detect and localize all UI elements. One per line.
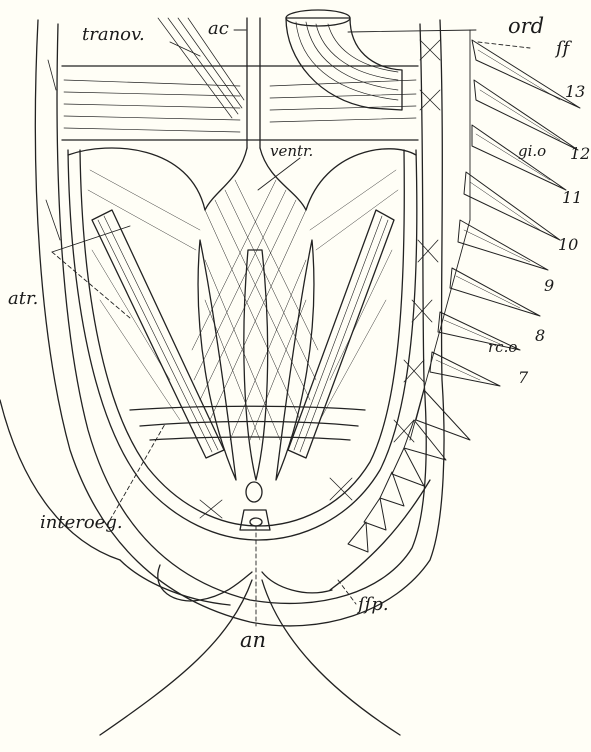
serrated-setae <box>348 40 580 552</box>
segment-number-11: 11 <box>562 190 582 206</box>
intersegmental-band-lower <box>140 422 358 427</box>
ventral-lobe-right <box>306 149 416 210</box>
outer-body-wall <box>35 20 444 626</box>
label-atrium: atr. <box>8 290 38 308</box>
transverse-muscle-diagonal <box>158 18 244 118</box>
label-aorta: ac <box>208 20 229 38</box>
segment-number-7: 7 <box>518 370 528 386</box>
segment-number-13: 13 <box>565 84 585 100</box>
segment-number-12: 12 <box>570 146 590 162</box>
label-rco: rc.o <box>488 340 517 355</box>
label-ventral: ventr. <box>270 144 313 159</box>
small-oval-structure <box>246 482 262 502</box>
septal-muscle-left-inner <box>198 240 236 480</box>
inner-sac-lining <box>80 150 404 526</box>
ventral-lobe-left <box>68 148 205 210</box>
segment-number-10: 10 <box>558 237 578 253</box>
outer-body-margin <box>0 400 120 560</box>
cord-tube-hatching <box>296 22 398 100</box>
label-anus: an <box>240 630 266 651</box>
inner-sac <box>68 150 417 540</box>
segment-number-9: 9 <box>544 278 554 294</box>
anal-flap-right <box>262 572 332 593</box>
atrial-muscle-right <box>288 210 394 458</box>
atrial-muscle-left <box>92 210 224 458</box>
anal-opening <box>250 518 262 526</box>
lateral-lobe-hatching <box>88 170 398 420</box>
lower-curve-left <box>100 580 252 735</box>
label-gio: gi.o <box>518 144 546 159</box>
atrial-muscle-hatching <box>98 216 388 452</box>
label-ssp: ſſp. <box>358 596 389 614</box>
anal-papilla <box>240 510 270 530</box>
label-intersegmental: interoeg. <box>40 514 123 532</box>
septal-muscle-center <box>244 250 268 480</box>
segment-number-8: 8 <box>535 328 545 344</box>
label-transverse: tranov. <box>82 26 145 44</box>
label-sf: ſf <box>556 40 569 58</box>
label-cord: ord <box>508 16 544 37</box>
transverse-band-hatching <box>64 80 416 132</box>
